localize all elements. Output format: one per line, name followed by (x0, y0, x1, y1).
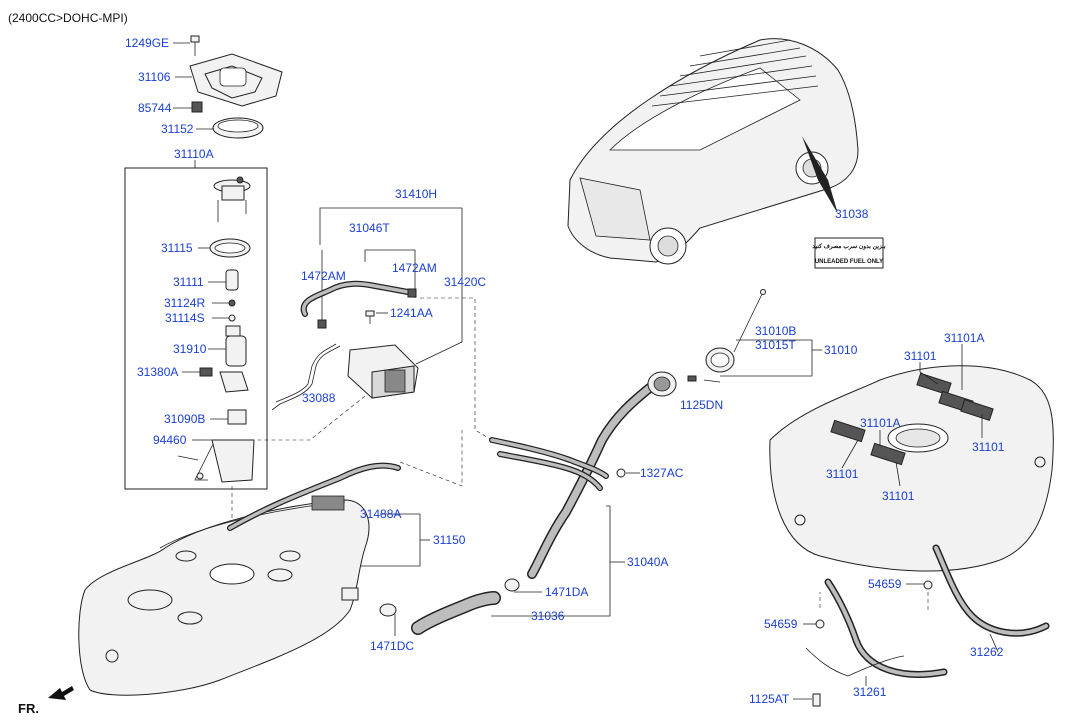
front-direction-indicator: FR. (18, 686, 74, 716)
part-label[interactable]: 54659 (764, 617, 798, 631)
pump-kit-box (124, 167, 268, 490)
part-label[interactable]: 31101 (972, 440, 1005, 454)
part-label[interactable]: 31150 (433, 533, 466, 547)
part-label[interactable]: 31010B (755, 324, 796, 338)
part-label[interactable]: 31038 (835, 207, 869, 221)
arrow-icon (48, 686, 74, 700)
leader-lines (173, 42, 999, 700)
part-label[interactable]: 1249GE (125, 36, 169, 50)
part-label[interactable]: 1125DN (680, 398, 723, 412)
part-label[interactable]: 1472AM (301, 269, 346, 283)
part-label[interactable]: 31090B (164, 412, 205, 426)
part-label[interactable]: 31380A (137, 365, 178, 379)
right-tank (769, 365, 1054, 572)
part-label[interactable]: 94460 (153, 433, 187, 447)
part-label[interactable]: 31152 (161, 122, 194, 136)
part-label[interactable]: 31015T (755, 338, 796, 352)
part-label[interactable]: 31261 (853, 685, 887, 699)
engine-spec: (2400CC>DOHC-MPI) (8, 11, 128, 25)
front-label: FR. (18, 701, 39, 716)
part-label[interactable]: 31046T (349, 221, 390, 235)
part-label[interactable]: 31106 (138, 70, 171, 84)
part-label[interactable]: 31101 (882, 489, 915, 503)
part-label[interactable]: 1472AM (392, 261, 437, 275)
part-label[interactable]: 31010 (824, 343, 858, 357)
part-label[interactable]: 31036 (531, 609, 565, 623)
part-label[interactable]: 31110A (174, 147, 214, 161)
part-label[interactable]: 31040A (627, 555, 668, 569)
fuel-tank (78, 462, 401, 696)
part-label[interactable]: 85744 (138, 101, 172, 115)
tank-straps (805, 544, 1050, 707)
dashed-guides (231, 297, 929, 610)
part-label[interactable]: 31101 (904, 349, 937, 363)
part-label[interactable]: 31101A (860, 416, 900, 430)
part-label[interactable]: 31488A (360, 507, 401, 521)
pump-kit-parts (177, 176, 255, 483)
label-plate-line1: بنزین بدون سرب مصرف کنید (812, 243, 886, 250)
part-label[interactable]: 33088 (302, 391, 336, 405)
part-label[interactable]: 31262 (970, 645, 1004, 659)
part-label[interactable]: 1241AA (390, 306, 433, 320)
canister-group (271, 207, 463, 411)
part-label[interactable]: 31410H (395, 187, 437, 201)
fuel-label-plate: بنزین بدون سرب مصرف کنید UNLEADED FUEL O… (812, 237, 886, 269)
part-label[interactable]: 54659 (868, 577, 902, 591)
part-label[interactable]: 31115 (161, 241, 193, 255)
part-label[interactable]: 31101A (944, 331, 984, 345)
part-label[interactable]: 31114S (165, 311, 205, 325)
part-label[interactable]: 31111 (173, 275, 204, 289)
part-label[interactable]: 1327AC (640, 466, 684, 480)
pump-top-parts (189, 35, 283, 139)
part-number-labels: 1249GE 31106 85744 31152 31110A 31115 31… (125, 36, 1005, 706)
part-label[interactable]: 1125AT (749, 692, 790, 706)
part-label[interactable]: 31420C (444, 275, 486, 289)
part-label[interactable]: 31910 (173, 342, 207, 356)
part-label[interactable]: 1471DC (370, 639, 414, 653)
part-label[interactable]: 31101 (826, 467, 859, 481)
part-label[interactable]: 31124R (164, 296, 205, 310)
filler-neck-group (379, 289, 766, 635)
part-label[interactable]: 1471DA (545, 585, 588, 599)
vehicle-illustration (567, 38, 859, 265)
label-plate-line2: UNLEADED FUEL ONLY (815, 259, 883, 265)
